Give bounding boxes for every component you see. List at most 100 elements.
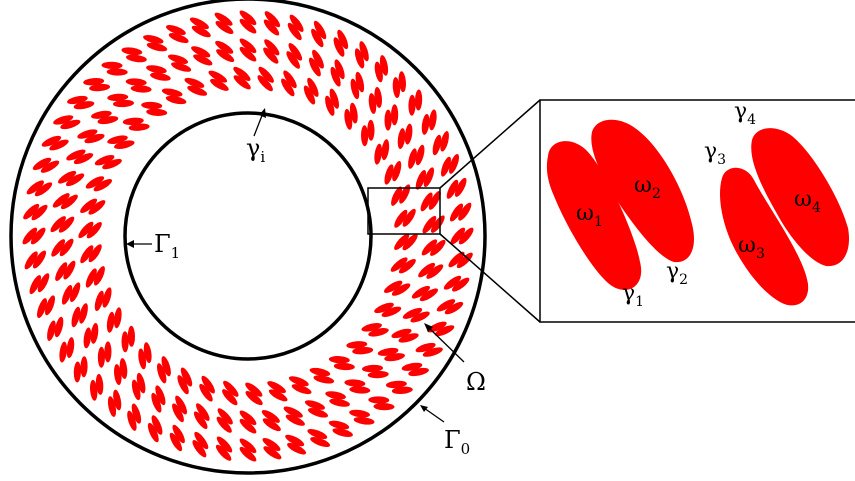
inclusion-ellipse [71, 306, 81, 328]
inclusion-ellipse [93, 266, 105, 286]
inclusion-ellipse [222, 389, 238, 406]
inclusion-ellipse [155, 385, 166, 406]
inclusion-ellipse [90, 322, 99, 344]
gamma-i-label: γi [246, 134, 265, 166]
inclusion-ellipse [89, 379, 98, 401]
inclusion-ellipse [192, 440, 207, 458]
inclusion-ellipse [362, 364, 383, 373]
inclusion-ellipse [448, 153, 460, 174]
inclusion-ellipse [30, 227, 46, 245]
inclusion-ellipse [381, 139, 390, 161]
inclusion-ellipse [121, 331, 129, 353]
inclusion-ellipse [88, 244, 102, 263]
inclusion-ellipse [454, 177, 467, 197]
inclusion-ellipse [394, 209, 408, 228]
inclusion-ellipse [411, 285, 431, 299]
inclusion-ellipse [408, 367, 429, 377]
inclusion-ellipse [49, 139, 69, 151]
inclusion-ellipse [107, 135, 128, 144]
inclusion-ellipse [151, 415, 163, 435]
inclusion-ellipse [101, 61, 123, 70]
inclusion-ellipse [288, 43, 303, 61]
inclusion-ellipse [24, 251, 38, 270]
inclusion-ellipse [83, 327, 92, 349]
inclusion-ellipse [391, 186, 403, 206]
inclusion-ellipse [53, 115, 74, 125]
inset-inclusion-omega3 [720, 167, 809, 306]
omega3-label: ω3 [738, 233, 765, 262]
inclusion-ellipse [208, 70, 228, 83]
inclusion-ellipse [215, 40, 234, 54]
inclusion-ellipse [287, 442, 307, 455]
inclusion-ellipse [432, 134, 442, 156]
inclusion-ellipse [262, 437, 281, 452]
inclusion-ellipse [191, 46, 211, 58]
inclusion-ellipse [307, 408, 329, 418]
inclusion-ellipse [169, 432, 183, 452]
gamma-i-arrowhead [259, 108, 266, 118]
inclusion-ellipse [263, 446, 282, 460]
inclusion-ellipse [150, 72, 171, 81]
inclusion-ellipse [59, 238, 74, 257]
inclusion-ellipse [333, 362, 355, 371]
inclusion-ellipse [73, 361, 82, 383]
inclusion-ellipse [360, 125, 369, 147]
inclusion-ellipse [440, 156, 452, 177]
inclusion-ellipse [287, 22, 302, 41]
inclusion-ellipse [288, 376, 309, 387]
inclusion-ellipse [80, 198, 98, 214]
inclusion-ellipse [58, 216, 75, 233]
Gamma0-label: Γ0 [444, 426, 470, 458]
inclusion-ellipse [239, 46, 257, 62]
gamma4-inset-label: γ4 [734, 99, 756, 128]
inclusion-ellipse [261, 409, 280, 423]
inclusion-ellipse [349, 102, 358, 124]
inclusion-ellipse [239, 410, 257, 426]
inclusion-ellipse [436, 299, 456, 312]
inclusion-ellipse [32, 157, 52, 171]
inclusion-ellipse [91, 110, 112, 119]
inclusion-ellipse [367, 119, 375, 141]
inclusion-ellipse [93, 179, 113, 192]
inclusion-ellipse [239, 446, 257, 462]
inclusion-ellipse [415, 144, 425, 166]
inclusion-ellipse [121, 47, 143, 56]
inclusion-ellipse [130, 85, 152, 93]
inclusion-ellipse [330, 66, 341, 87]
inclusion-ellipse [85, 176, 105, 189]
inclusion-ellipse [57, 170, 77, 184]
inclusion-ellipse [415, 342, 436, 353]
inclusion-ellipse [233, 75, 251, 90]
inclusion-ellipse [350, 78, 360, 100]
inclusion-ellipse [114, 140, 135, 149]
inclusion-ellipse [165, 24, 186, 36]
inclusion-ellipse [55, 262, 68, 281]
inclusion-ellipse [60, 194, 78, 210]
inclusion-ellipse [114, 364, 122, 386]
inclusion-ellipse [65, 173, 85, 187]
inclusion-ellipse [443, 275, 462, 290]
inclusion-ellipse [307, 428, 328, 440]
inclusion-ellipse [329, 88, 340, 109]
inclusion-ellipse [285, 414, 305, 426]
inclusion-ellipse [146, 42, 168, 52]
inclusion-ellipse [216, 436, 233, 453]
inclusion-ellipse [80, 245, 94, 264]
inclusion-ellipse [373, 402, 395, 411]
inclusion-ellipse [392, 77, 401, 99]
inclusion-ellipse [368, 93, 377, 114]
inclusion-ellipse [37, 273, 50, 293]
inclusion-ellipse [309, 367, 331, 377]
inclusion-ellipse [107, 396, 117, 417]
gamma1-arrowhead [126, 240, 134, 248]
inclusion-ellipse [175, 395, 188, 415]
inclusion-ellipse [143, 342, 152, 363]
inset-frame [539, 99, 855, 323]
inclusion-ellipse [172, 424, 185, 444]
inclusion-ellipse [151, 392, 162, 413]
inclusion-ellipse [410, 311, 430, 323]
inclusion-ellipse [104, 341, 112, 363]
inclusion-ellipse [398, 333, 419, 343]
inclusion-ellipse [423, 167, 435, 188]
